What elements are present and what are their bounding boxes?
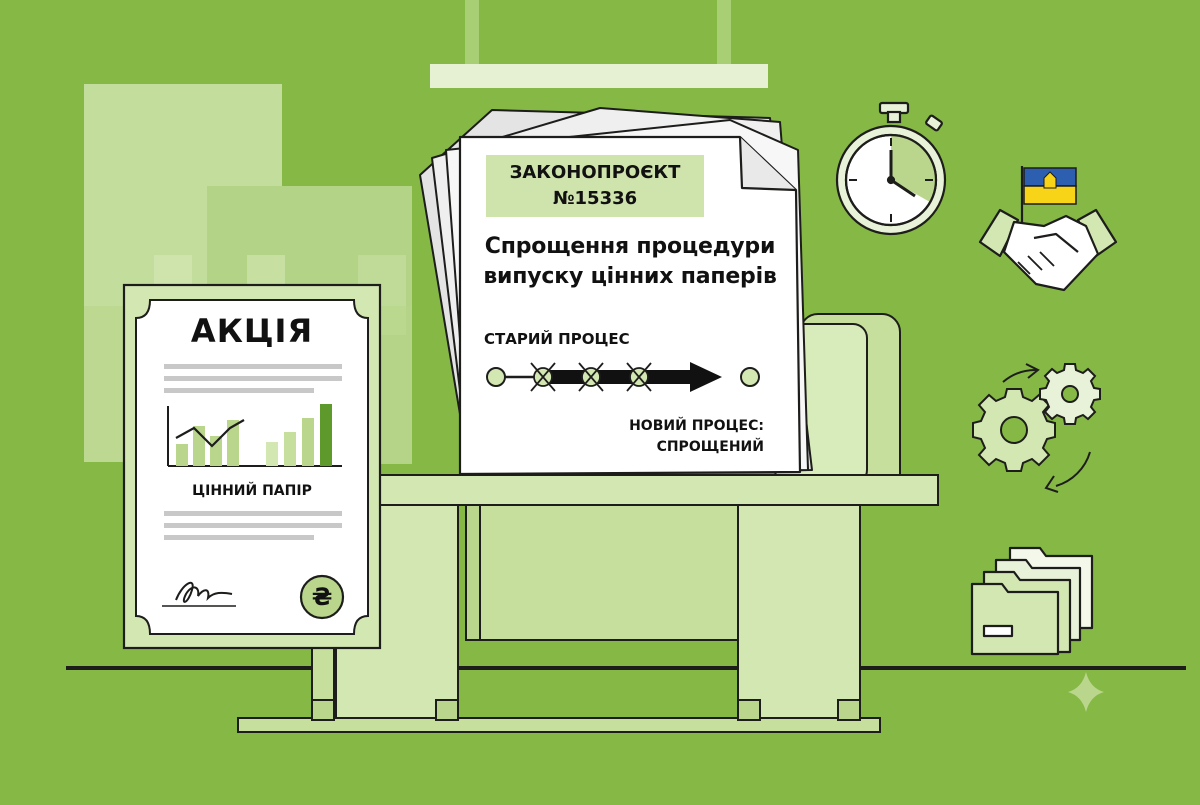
signature-icon <box>162 581 236 607</box>
old-process-label: СТАРИЙ ПРОЦЕС <box>484 330 630 348</box>
new-process-line1: НОВИЙ ПРОЦЕС: <box>629 418 764 434</box>
floor-line <box>66 666 1186 670</box>
process-diagram <box>486 362 760 392</box>
gears-icon <box>972 363 1101 493</box>
ukraine-flag-icon <box>1020 166 1077 228</box>
bill-document <box>458 135 802 476</box>
hryvnia-symbol: ₴ <box>311 583 333 611</box>
bill-badge-line2: №15336 <box>552 188 638 209</box>
bill-title: Спрощення процедури випуску цінних папер… <box>460 232 800 292</box>
bill-badge-line1: ЗАКОНОПРОЄКТ <box>509 162 681 183</box>
chart-bar <box>284 432 296 466</box>
new-process-label: НОВИЙ ПРОЦЕС: СПРОЩЕНИЙ <box>600 416 764 458</box>
mini-chart <box>167 404 342 467</box>
chart-bar <box>320 404 332 466</box>
chart-bar <box>227 420 239 466</box>
new-process-line2: СПРОЩЕНИЙ <box>656 439 764 455</box>
bill-number-badge: ЗАКОНОПРОЄКТ №15336 <box>486 155 704 217</box>
chart-bar <box>266 442 278 466</box>
hryvnia-coin-icon <box>299 574 345 620</box>
bill-title-line2: випуску цінних паперів <box>483 264 777 289</box>
share-title: АКЦІЯ <box>190 312 314 350</box>
stopwatch-icon <box>835 101 947 236</box>
chart-bar <box>302 418 314 466</box>
folders-icon <box>970 546 1094 656</box>
sparkle-icon <box>1068 672 1104 712</box>
share-subtitle: ЦІННИЙ ПАПІР <box>192 483 312 499</box>
chart-bar <box>176 444 188 466</box>
bill-title-line1: Спрощення процедури <box>484 234 776 259</box>
chart-line <box>175 419 245 448</box>
ceiling-lamp <box>430 0 768 88</box>
share-certificate <box>122 283 382 650</box>
handshake-icon <box>978 208 1118 292</box>
